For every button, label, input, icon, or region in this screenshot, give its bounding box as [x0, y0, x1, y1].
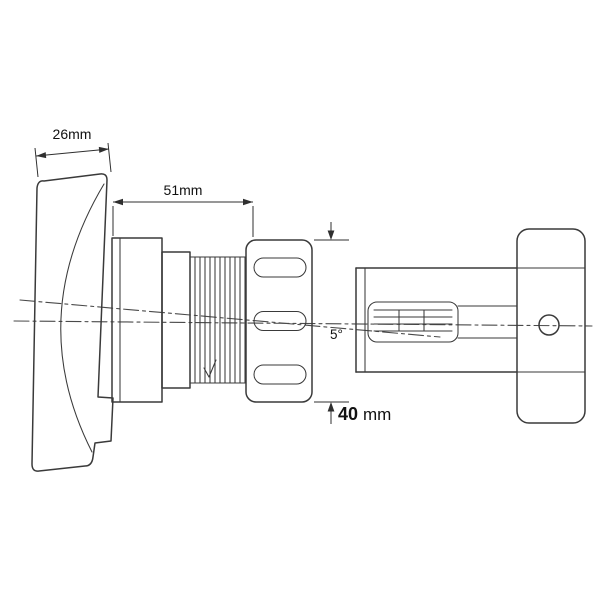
dim26-line: [35, 148, 110, 157]
wall-plate: [31, 173, 114, 472]
dim26-extension-left: [34, 147, 39, 178]
pipe-slot-grate: [367, 301, 459, 343]
fitting-body: [111, 237, 247, 403]
wall-plate-face-curve: [60, 183, 105, 453]
surface-mark: [203, 359, 217, 378]
dim26-label: 26mm: [53, 126, 92, 142]
tee-outlet: [516, 228, 586, 424]
dim26-arrow-right: [98, 146, 109, 153]
angle-label: 5°: [330, 327, 343, 342]
nut-grip-slot-middle: [253, 310, 307, 332]
tee-outline: [516, 228, 586, 424]
dim51-arrow-left: [113, 198, 123, 206]
dimension-26mm: 26mm: [34, 126, 112, 178]
dim26-extension-right: [107, 142, 112, 173]
dim40-arrow-bottom: [327, 402, 335, 412]
nut-grip-slot-bottom: [253, 364, 307, 385]
dim40-unit: mm: [363, 405, 391, 424]
dim51-label: 51mm: [164, 182, 203, 198]
compression-nut: [245, 239, 313, 403]
dim51-arrow-right: [243, 198, 253, 206]
dimension-51mm: 51mm: [112, 182, 254, 237]
dim40-value: 40: [338, 404, 358, 424]
outlet-pipe: [355, 267, 518, 373]
wall-plate-outline: [31, 173, 114, 472]
nut-grip-slot-top: [253, 257, 307, 278]
dim26-arrow-left: [36, 152, 47, 159]
grate-outline: [367, 301, 459, 343]
main-centerline: [13, 320, 593, 327]
dim40-arrow-top: [327, 230, 335, 240]
tee-hole: [538, 314, 560, 336]
dimension-40mm: 40 mm: [314, 222, 391, 424]
thread-section: [189, 256, 247, 384]
nut-outline: [245, 239, 313, 403]
body-step: [161, 251, 191, 389]
